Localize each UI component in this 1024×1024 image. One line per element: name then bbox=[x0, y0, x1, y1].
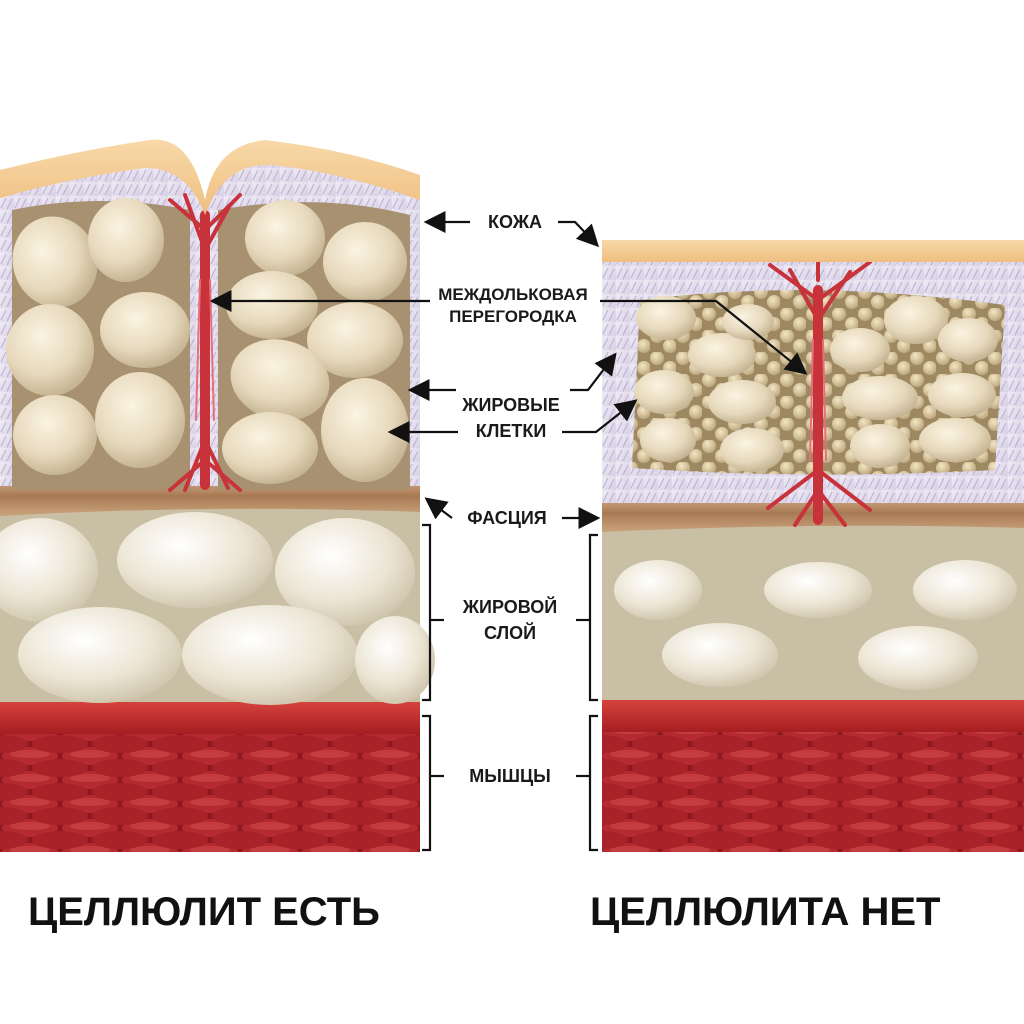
label-septum-line1: МЕЖДОЛЬКОВАЯ bbox=[418, 284, 608, 306]
left-muscle-top bbox=[0, 700, 420, 734]
caption-cellulite-absent: ЦЕЛЛЮЛИТА НЕТ bbox=[590, 890, 941, 935]
caption-cellulite-present: ЦЕЛЛЮЛИТ ЕСТЬ bbox=[28, 890, 380, 935]
right-muscle-top bbox=[602, 698, 1024, 732]
right-panel bbox=[602, 240, 1024, 852]
skin-arrow-right bbox=[558, 222, 596, 244]
label-fat-cells-line1: ЖИРОВЫЕ bbox=[446, 394, 576, 416]
label-septum-line2: ПЕРЕГОРОДКА bbox=[418, 306, 608, 328]
muscle-bracket-left bbox=[422, 716, 430, 850]
right-skin bbox=[602, 240, 1024, 262]
label-fascia: ФАСЦИЯ bbox=[452, 507, 562, 529]
label-fat-layer-line1: ЖИРОВОЙ bbox=[440, 596, 580, 618]
left-panel bbox=[0, 140, 435, 852]
fascia-arrow-left bbox=[428, 500, 452, 518]
fat-layer-bracket-right bbox=[590, 535, 598, 700]
label-muscles: МЫШЦЫ bbox=[440, 765, 580, 787]
label-skin: КОЖА bbox=[470, 211, 560, 233]
label-fat-layer-line2: СЛОЙ bbox=[440, 622, 580, 644]
muscle-bracket-right bbox=[590, 716, 598, 850]
label-fat-cells-line2: КЛЕТКИ bbox=[446, 420, 576, 442]
